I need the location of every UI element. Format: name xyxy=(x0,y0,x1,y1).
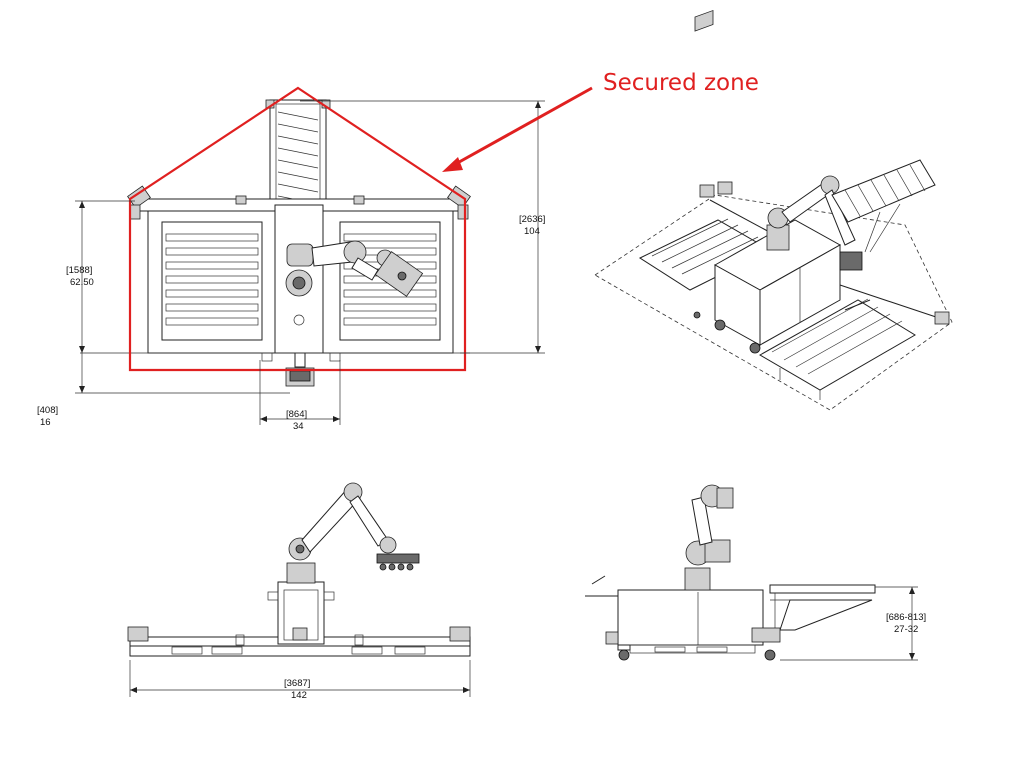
isometric-view xyxy=(594,9,953,411)
dim-base-height-in: 62.50 xyxy=(70,277,94,288)
dim-offset-mm: [408] xyxy=(37,405,58,416)
secured-zone-label: Secured zone xyxy=(603,70,759,96)
front-robot-arm xyxy=(286,482,420,584)
secured-zone-arrow xyxy=(442,86,593,172)
secured-zone-outline xyxy=(128,86,467,372)
side-elevation-view: [686-813] 27-32 xyxy=(585,484,926,661)
dim-top-height-in: 104 xyxy=(524,226,540,237)
dim-conveyor-height-mm: [686-813] xyxy=(886,612,926,623)
robot-arm-plan xyxy=(286,240,424,297)
dim-conveyor-height-in: 27-32 xyxy=(894,624,918,635)
iso-zone-dashed xyxy=(594,194,953,411)
dim-total-width-in: 142 xyxy=(291,690,307,701)
front-elevation-view: [3687] 142 xyxy=(127,482,471,701)
dim-column-width-in: 34 xyxy=(293,421,304,432)
iso-robot xyxy=(766,175,863,271)
side-robot-arm xyxy=(684,484,734,591)
dimension-lines xyxy=(75,100,545,425)
top-plan-view: [2636] 104 [1588] 62.50 [408] 16 [864] 3… xyxy=(37,86,545,432)
dim-offset-in: 16 xyxy=(40,417,51,428)
dim-top-height-mm: [2636] xyxy=(519,214,545,225)
dim-column-width-mm: [864] xyxy=(286,409,307,420)
dim-total-width-mm: [3687] xyxy=(284,678,310,689)
dim-base-height-mm: [1588] xyxy=(66,265,92,276)
